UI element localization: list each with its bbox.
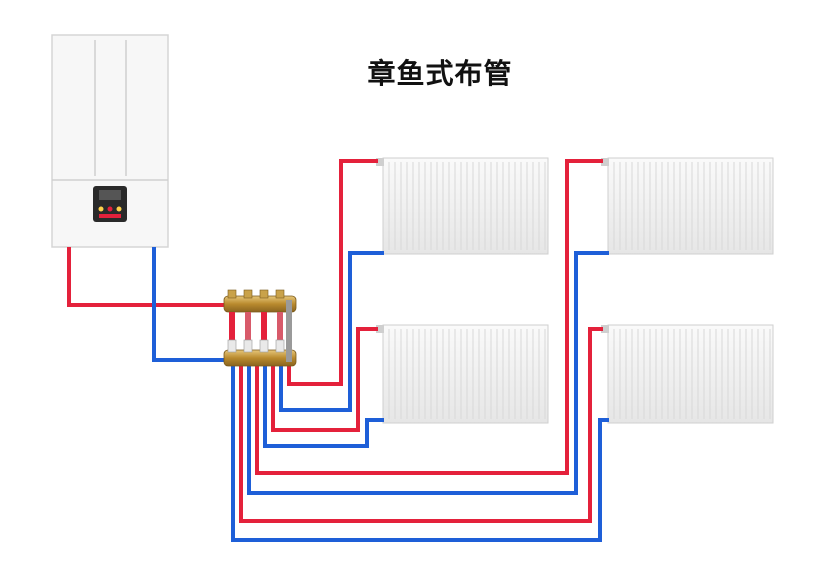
manifold-valve-knob: [243, 289, 253, 299]
manifold-valve-knob: [227, 289, 237, 299]
manifold-valve-knob: [259, 289, 269, 299]
manifold-loop-connector: [261, 312, 267, 350]
return-pipe-top-right-radiator: [247, 251, 609, 495]
radiator-top-left: [376, 157, 549, 255]
radiator-bottom-left: [376, 324, 549, 424]
supply-pipe-top-right-radiator: [255, 159, 603, 475]
manifold-flow-meter: [227, 339, 237, 353]
supply-pipe-boiler-to-manifold: [67, 247, 226, 307]
manifold: [223, 289, 297, 367]
supply-pipe-bottom-right-radiator: [239, 327, 603, 523]
boiler: [51, 34, 169, 248]
supply-pipe-bottom-left-radiator: [271, 327, 378, 432]
manifold-flow-meter: [243, 339, 253, 353]
diagram-title: 章鱼式布管: [367, 57, 513, 90]
manifold-loop-connector: [277, 312, 283, 350]
return-pipe-top-left-radiator: [279, 251, 384, 412]
return-pipe-bottom-right-radiator: [231, 364, 609, 542]
manifold-flow-meter: [275, 339, 285, 353]
manifold-valve-knob: [275, 289, 285, 299]
return-pipe-manifold-to-boiler: [152, 247, 226, 362]
radiator-fins: [388, 162, 771, 419]
manifold-loop-connector: [229, 312, 235, 350]
supply-pipe-top-left-radiator: [287, 159, 378, 386]
manifold-loop-connector: [245, 312, 251, 350]
manifold-flow-meter: [259, 339, 269, 353]
radiator-bottom-right: [601, 324, 774, 424]
radiator-top-right: [601, 157, 774, 255]
return-pipe-bottom-left-radiator: [263, 364, 384, 448]
boiler-control-panel: [93, 186, 127, 222]
